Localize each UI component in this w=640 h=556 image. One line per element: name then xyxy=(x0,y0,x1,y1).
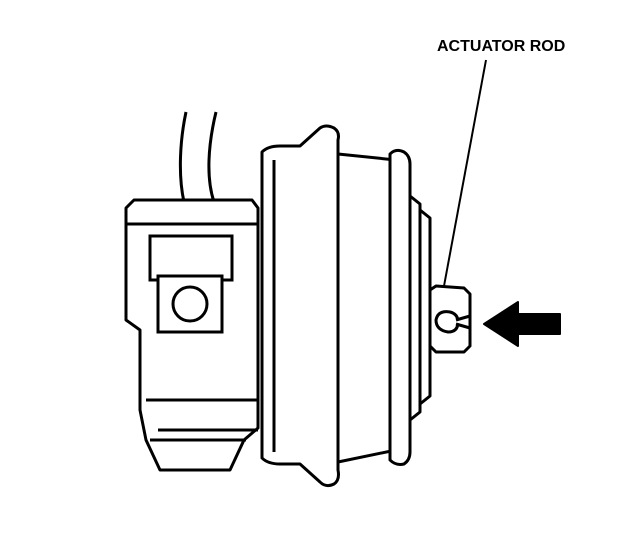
rod-eye xyxy=(434,310,460,334)
wire-left xyxy=(178,111,188,203)
wire-right xyxy=(207,111,218,203)
terminal-window xyxy=(148,234,234,334)
leader-line xyxy=(443,59,487,287)
diaphragm-housing xyxy=(260,124,340,488)
push-arrow xyxy=(483,301,561,347)
front-flange xyxy=(388,148,412,466)
actuator-rod xyxy=(428,284,472,354)
diaphragm-can xyxy=(336,152,398,464)
actuator-rod-label: ACTUATOR ROD xyxy=(437,38,565,55)
front-cap xyxy=(408,194,432,422)
terminal-boss xyxy=(171,285,209,323)
